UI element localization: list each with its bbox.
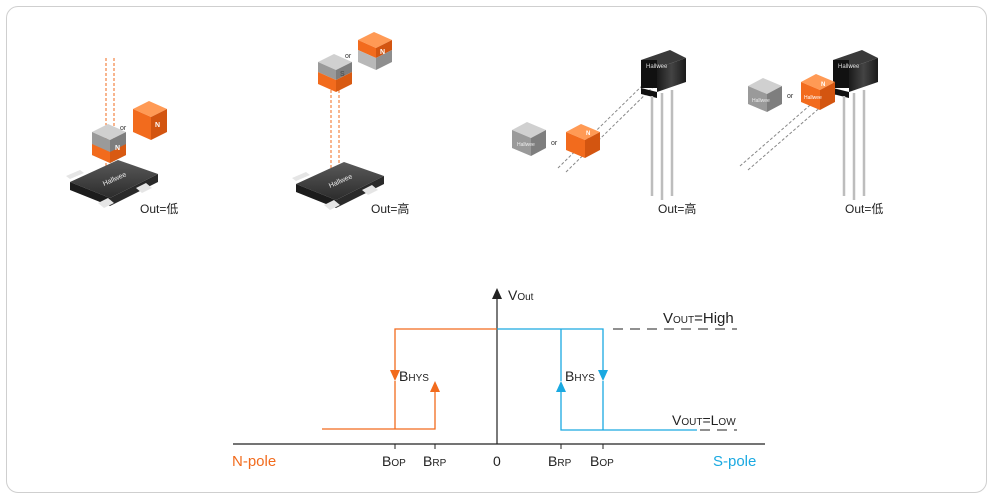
- hys-label-left: BHYS: [399, 368, 429, 384]
- caption-out-low: Out=低: [845, 202, 883, 216]
- or-label: or: [345, 53, 352, 60]
- orange-magnet: N: [133, 101, 167, 140]
- orange-magnet: N: [566, 124, 600, 158]
- pole-n-label: N: [115, 145, 120, 152]
- pole-n-label: N: [155, 122, 160, 129]
- tick-label: BRP: [548, 453, 572, 469]
- illustration-smd-low: Hallwee N or N Out=低: [66, 58, 178, 216]
- y-axis-arrow: [492, 288, 502, 299]
- or-label: or: [787, 93, 794, 100]
- chip-brand: Hallwee: [646, 64, 668, 70]
- caption-out-low: Out=低: [140, 202, 178, 216]
- grey-magnet: Hallwee: [748, 78, 782, 112]
- to92-package: Hallwee: [833, 50, 878, 200]
- illustration-to92-high: Hallwee Hallwee or N Out=高: [512, 50, 696, 216]
- s-pole-label: S-pole: [713, 453, 756, 470]
- tick-label: BOP: [590, 453, 614, 469]
- pole-n-label: N: [821, 82, 825, 88]
- grey-magnet: Hallwee: [512, 122, 546, 156]
- s-pole-curve: [497, 328, 697, 431]
- pole-s-label: S: [340, 71, 345, 78]
- down-arrow: [598, 370, 608, 381]
- high-level-label: VOUT=High: [663, 310, 734, 327]
- tick-label: 0: [493, 453, 501, 469]
- illustration-to92-low: Hallwee Hallwee or N Hallwee Out=低: [739, 50, 883, 216]
- grey-magnet: N: [92, 124, 126, 163]
- down-arrow: [390, 370, 400, 381]
- to92-package: Hallwee: [641, 50, 686, 200]
- pole-n-label: N: [586, 131, 590, 137]
- orange-magnet: N Hallwee: [801, 74, 835, 110]
- illustration-smd-high: Hallwee S or N Out=高: [292, 32, 409, 216]
- chip-brand: Hallwee: [838, 64, 860, 70]
- low-level-label: VOUT=LOW: [672, 412, 736, 428]
- tick-label: BRP: [423, 453, 447, 469]
- up-arrow: [430, 381, 440, 392]
- n-pole-curve: [322, 328, 497, 430]
- sot23-chip: Hallwee: [66, 160, 158, 208]
- or-label: or: [551, 140, 558, 147]
- magnet-brand: Hallwee: [517, 142, 535, 148]
- hys-label-right: BHYS: [565, 368, 595, 384]
- magnet-brand: Hallwee: [752, 98, 770, 104]
- grey-magnet: S: [318, 54, 352, 92]
- n-pole-label: N-pole: [232, 453, 276, 470]
- caption-out-high: Out=高: [658, 201, 696, 216]
- sot23-chip: Hallwee: [292, 162, 384, 210]
- pole-n-label: N: [380, 49, 385, 56]
- hysteresis-graph: VOut VOUT=High VOUT=LOW BHYS BHYS BOP BR…: [232, 287, 765, 470]
- caption-out-high: Out=高: [371, 201, 409, 216]
- or-label: or: [120, 125, 127, 132]
- y-axis-label: VOut: [508, 287, 534, 303]
- magnet-brand: Hallwee: [804, 95, 822, 101]
- orange-magnet: N: [358, 32, 392, 70]
- tick-label: BOP: [382, 453, 406, 469]
- up-arrow: [556, 381, 566, 392]
